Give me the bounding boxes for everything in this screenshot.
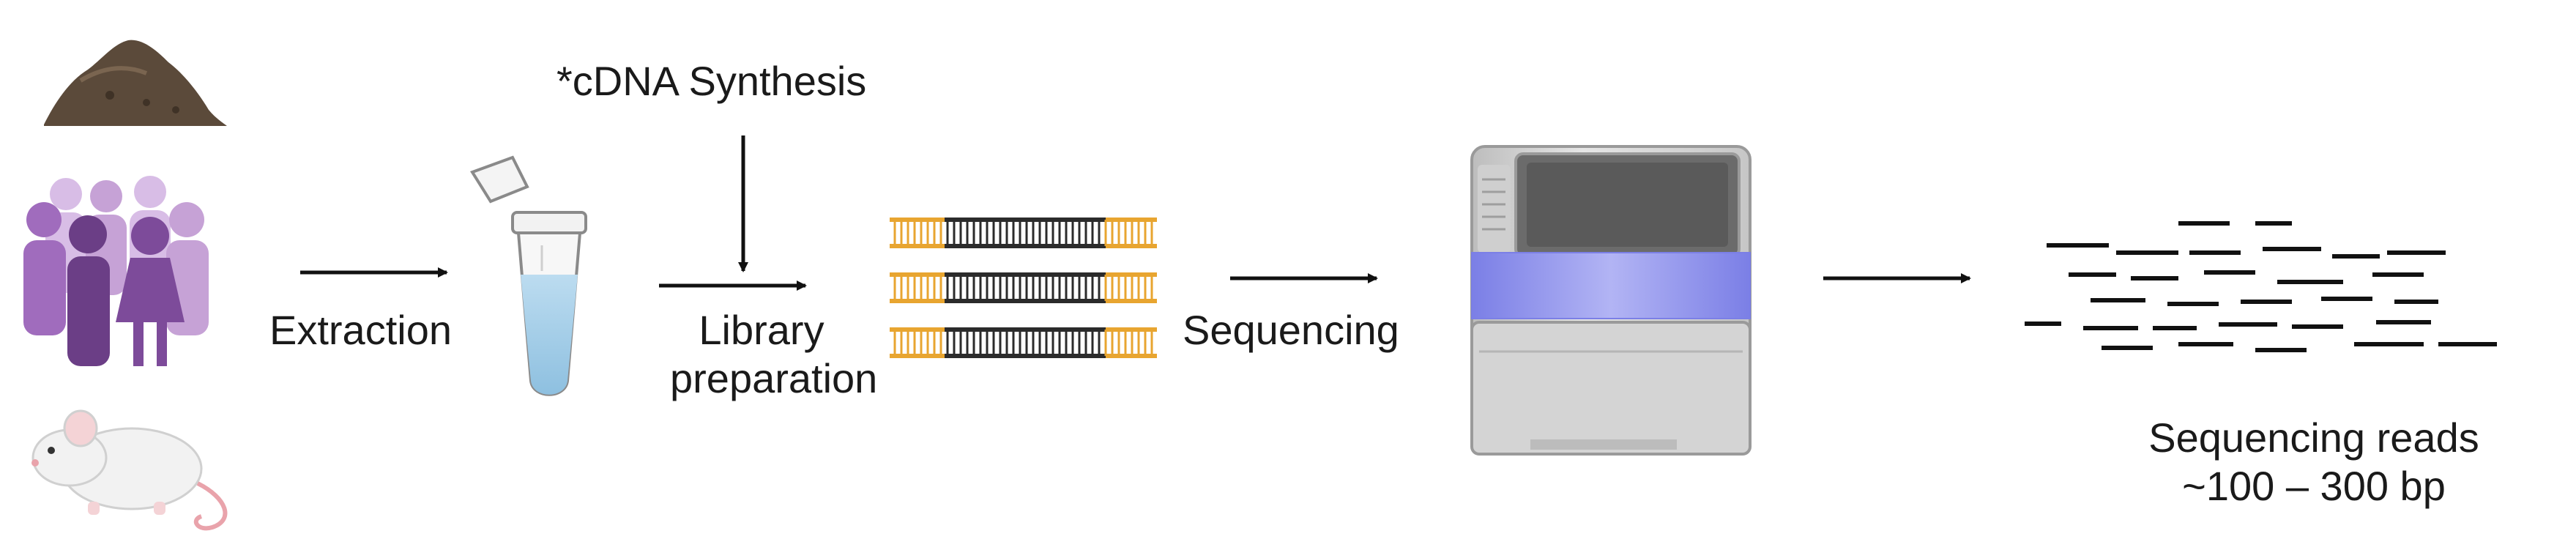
people-group-icon [23,176,209,366]
cdna-synthesis-label: *cDNA Synthesis [556,58,867,104]
reads-line-2: ~100 – 300 bp [2182,463,2446,510]
sequencing-label: Sequencing [1183,307,1399,353]
extraction-label: Extraction [269,307,452,353]
soil-pile-icon [44,40,227,126]
dna-fragments-icon [890,218,1157,358]
sequencing-reads-icon [2025,221,2497,352]
microcentrifuge-tube-icon [469,155,587,396]
library-line-2: preparation [670,355,878,402]
reads-line-1: Sequencing reads [2148,415,2479,461]
sequencer-icon [1470,145,1752,456]
library-preparation-label: Library preparation [670,306,878,403]
sequencing-reads-label: Sequencing reads ~100 – 300 bp [2094,414,2534,510]
mouse-icon [31,409,228,531]
library-line-1: Library [699,307,824,353]
